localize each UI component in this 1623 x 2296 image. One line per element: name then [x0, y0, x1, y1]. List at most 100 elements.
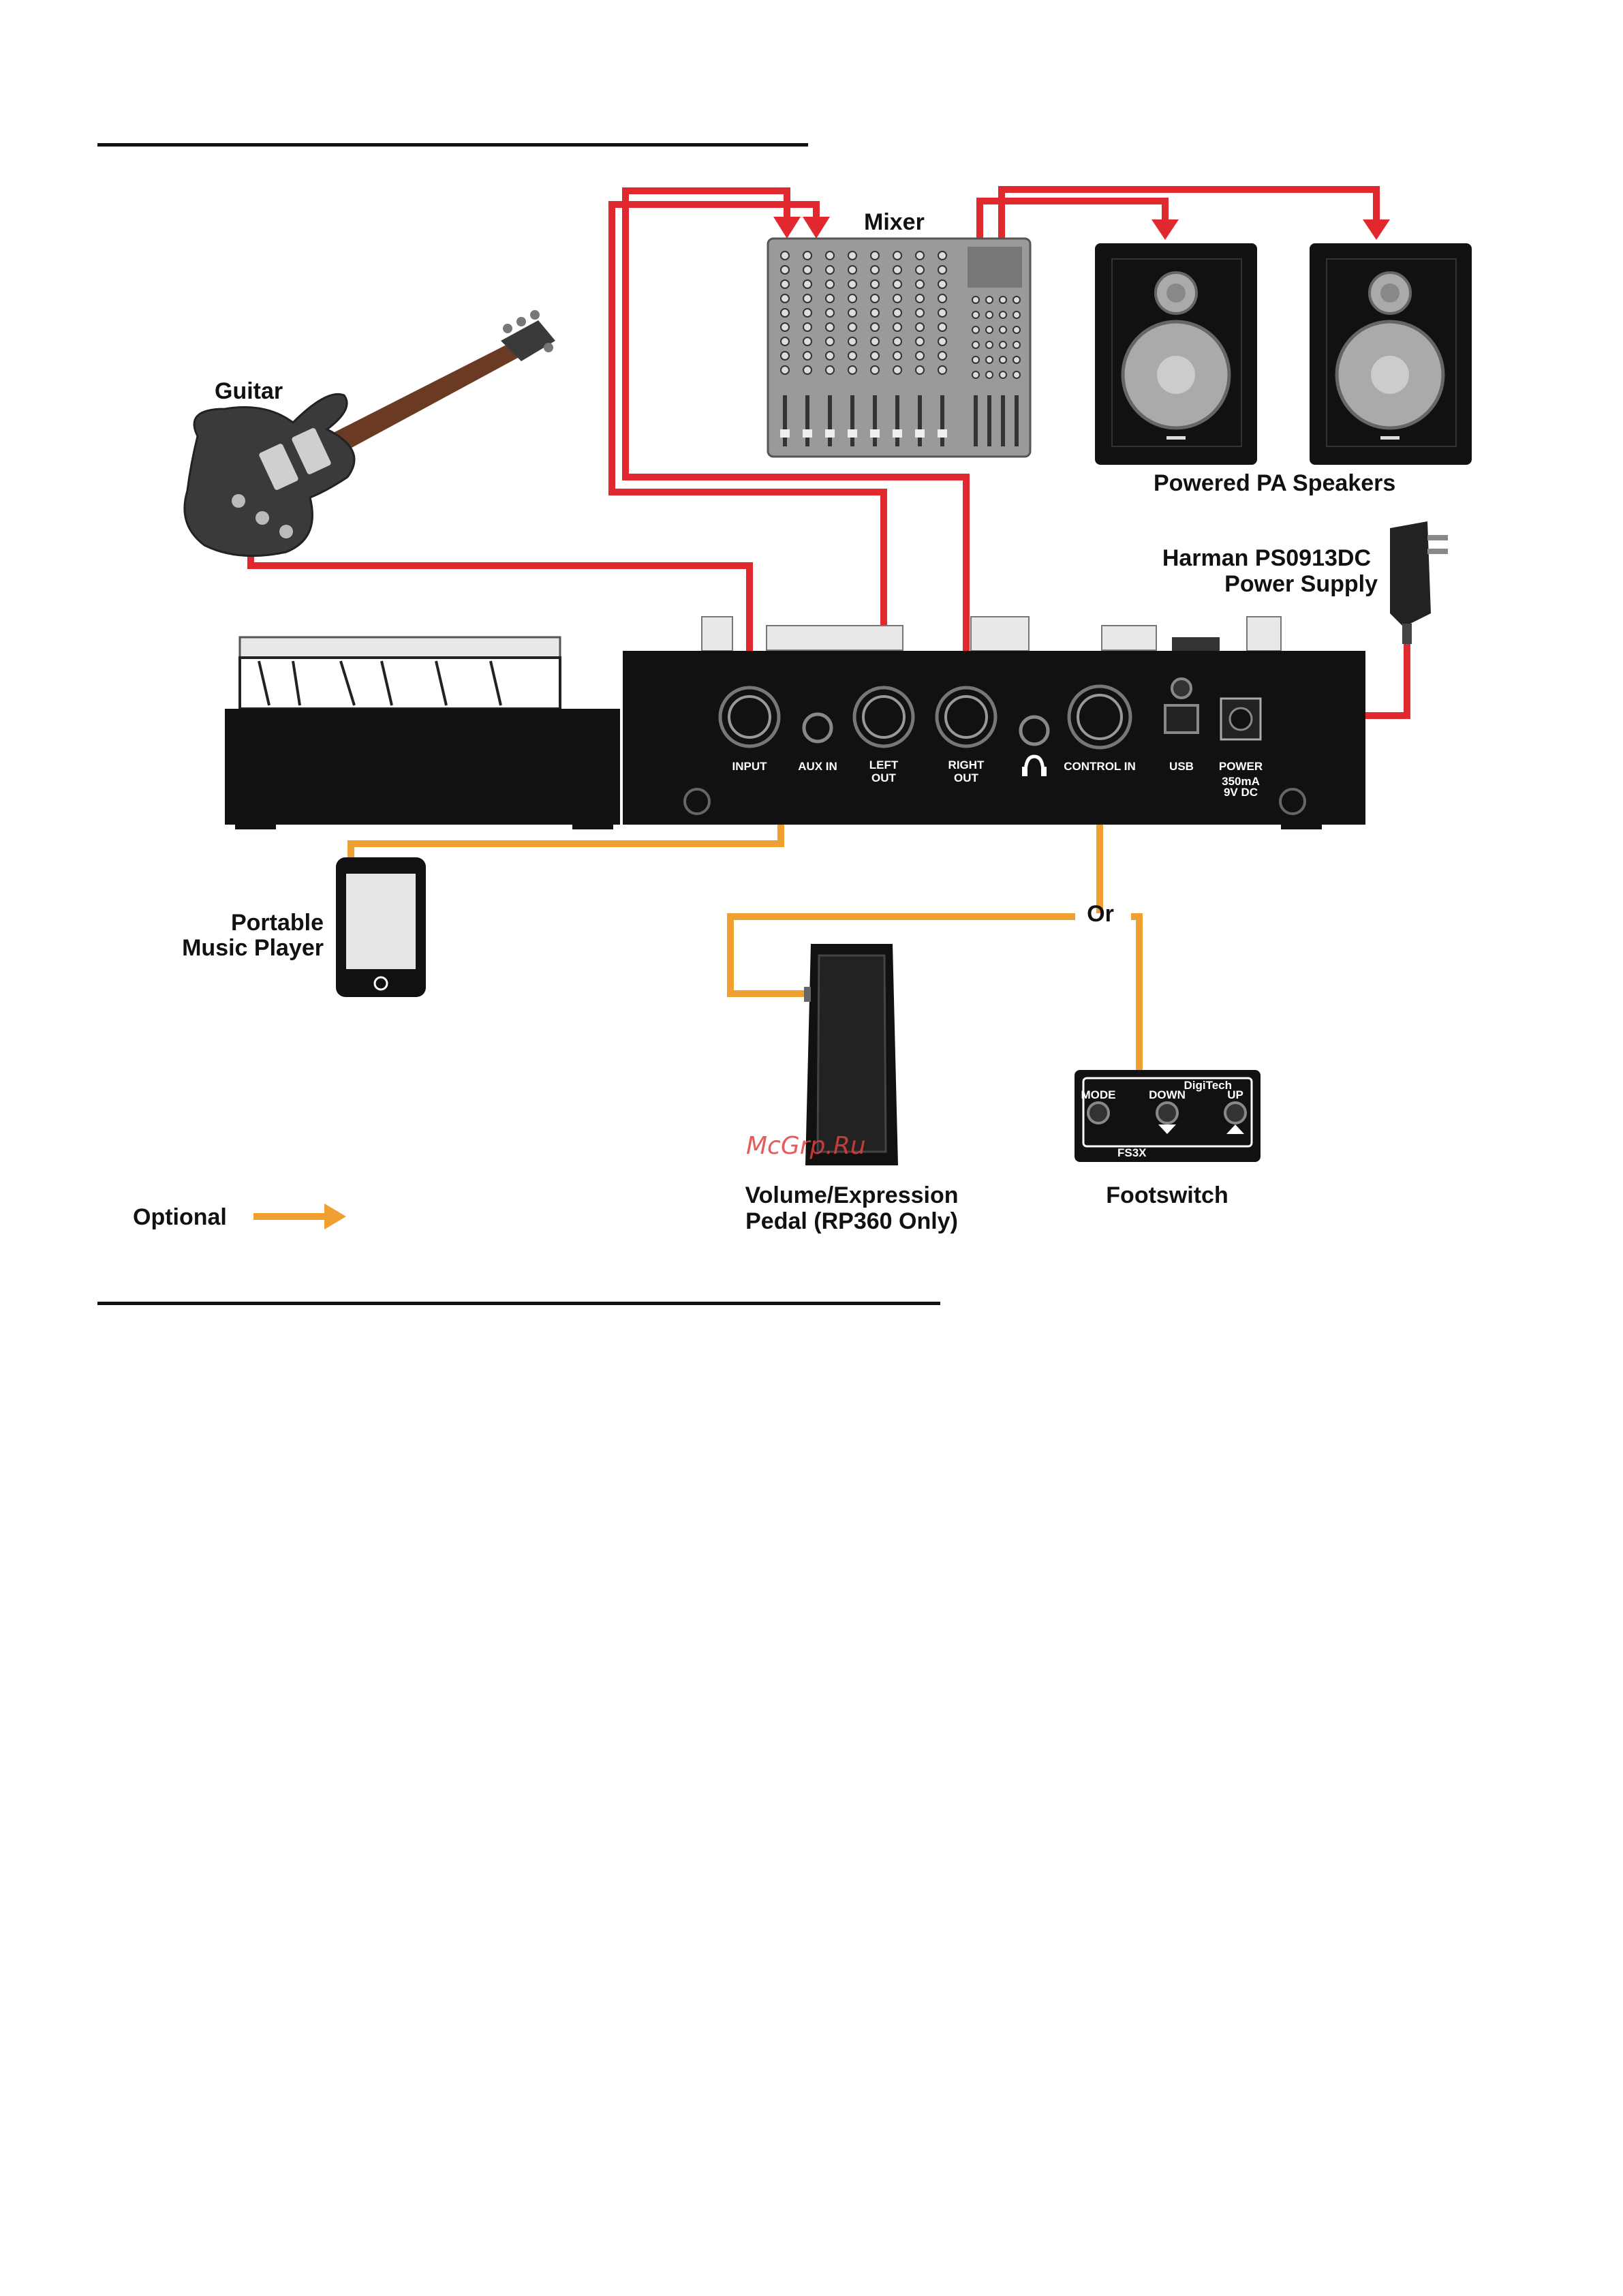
mixer-fader-slot — [918, 395, 922, 446]
mixer-knob — [916, 251, 924, 260]
mixer-master-knob — [1000, 311, 1006, 318]
mixer-knob — [893, 294, 901, 303]
mixer-knob — [871, 294, 879, 303]
mixer-fader-cap — [915, 429, 925, 438]
mixer-master-knob — [972, 326, 979, 333]
mixer-knob — [826, 280, 834, 288]
mixer-master-fader — [987, 395, 991, 446]
right-out-label-2: OUT — [954, 771, 979, 784]
mixer-knob — [893, 337, 901, 346]
mixer-knob — [938, 366, 946, 374]
mixer-knob — [803, 352, 812, 360]
unit-pedal-section — [225, 637, 620, 829]
mixer-fader-cap — [938, 429, 947, 438]
mixer-knob — [781, 280, 789, 288]
mixer-knob — [871, 251, 879, 260]
mixer-master-knob — [986, 326, 993, 333]
mixer-fader-cap — [893, 429, 902, 438]
mixer-master-knob — [1013, 341, 1020, 348]
usb-port-label: USB — [1169, 760, 1194, 773]
mixer-knob — [938, 352, 946, 360]
portable-label-1: Portable — [231, 910, 324, 936]
input-port-label: INPUT — [732, 760, 768, 773]
footswitch-model: FS3X — [1117, 1146, 1147, 1159]
mixer-knob — [938, 337, 946, 346]
footswitch-illustration: DigiTech MODE DOWN UP FS3X — [1075, 1070, 1261, 1162]
pedal-label-1: Volume/Expression — [745, 1182, 958, 1208]
mixer-knob — [781, 323, 789, 331]
mixer-knob — [848, 366, 856, 374]
mixer-knob — [826, 294, 834, 303]
headphone-jack — [1021, 717, 1048, 744]
mixer-knob — [893, 366, 901, 374]
mixer-knob — [781, 337, 789, 346]
mixer-master-knob — [1000, 296, 1006, 303]
mixer-knob — [871, 366, 879, 374]
mixer-knob — [938, 309, 946, 317]
mixer-master-knob — [986, 356, 993, 363]
mixer-knob — [916, 266, 924, 274]
mixer-knob — [938, 323, 946, 331]
power-supply-illustration — [1390, 521, 1448, 644]
mixer-knob — [916, 294, 924, 303]
connection-diagram: Guitar Mixer Powered PA Speakers Harman … — [0, 0, 1623, 1295]
mixer-knob — [916, 337, 924, 346]
mixer-knob — [893, 251, 901, 260]
mixer-fader-slot — [940, 395, 944, 446]
mixer-knob — [848, 309, 856, 317]
left-out-label-1: LEFT — [869, 759, 899, 771]
mixer-master-knob — [1000, 341, 1006, 348]
power-port-label: POWER — [1219, 760, 1263, 773]
mixer-knob — [916, 280, 924, 288]
mixer-knob — [803, 366, 812, 374]
mixer-knob — [826, 266, 834, 274]
footswitch-mode-label: MODE — [1081, 1088, 1116, 1101]
unit-back-panel: INPUT AUX IN LEFT OUT RIGHT OUT CONTROL … — [623, 617, 1365, 829]
mixer-knob — [893, 280, 901, 288]
mixer-knob — [893, 309, 901, 317]
mixer-knob — [803, 266, 812, 274]
footswitch-label: Footswitch — [1106, 1182, 1228, 1208]
mixer-fader-cap — [803, 429, 812, 438]
right-out-label-1: RIGHT — [948, 759, 985, 771]
guitar-label: Guitar — [215, 378, 283, 404]
mixer-knob — [826, 323, 834, 331]
mixer-master-knob — [972, 356, 979, 363]
portable-label-2: Music Player — [182, 935, 324, 961]
mixer-knob — [916, 323, 924, 331]
power-spec-2: 9V DC — [1224, 786, 1258, 799]
mixer-fader-slot — [850, 395, 854, 446]
mixer-knob — [781, 366, 789, 374]
mixer-knob — [893, 266, 901, 274]
mixer-knob — [938, 294, 946, 303]
pedal-label-2: Pedal (RP360 Only) — [745, 1208, 958, 1234]
mixer-knob — [803, 323, 812, 331]
mixer-knob — [781, 294, 789, 303]
footswitch-down-button — [1157, 1103, 1177, 1123]
mixer-master-knob — [986, 296, 993, 303]
mixer-master-knob — [986, 371, 993, 378]
mixer-master-fader — [974, 395, 978, 446]
mixer-knob — [893, 352, 901, 360]
control-in-port-label: CONTROL IN — [1064, 760, 1135, 773]
usb-port — [1165, 705, 1198, 733]
mixer-knob — [848, 251, 856, 260]
mixer-master-knob — [1013, 296, 1020, 303]
mixer-knob — [803, 280, 812, 288]
mixer-fader-slot — [895, 395, 899, 446]
watermark: McGrp.Ru — [746, 1132, 866, 1160]
cable-mixer-speaker2 — [1002, 189, 1376, 239]
footswitch-up-button — [1225, 1103, 1246, 1123]
mixer-knob — [781, 352, 789, 360]
mixer-knob — [848, 352, 856, 360]
mixer-master-knob — [972, 296, 979, 303]
mixer-master-knob — [972, 341, 979, 348]
mixer-knob — [938, 251, 946, 260]
or-label: Or — [1087, 901, 1114, 927]
mixer-fader-cap — [870, 429, 880, 438]
mixer-fader-slot — [873, 395, 877, 446]
mixer-knob — [848, 337, 856, 346]
mixer-knob — [781, 266, 789, 274]
power-supply-label-2: Power Supply — [1224, 571, 1378, 597]
optional-legend-label: Optional — [133, 1204, 227, 1230]
